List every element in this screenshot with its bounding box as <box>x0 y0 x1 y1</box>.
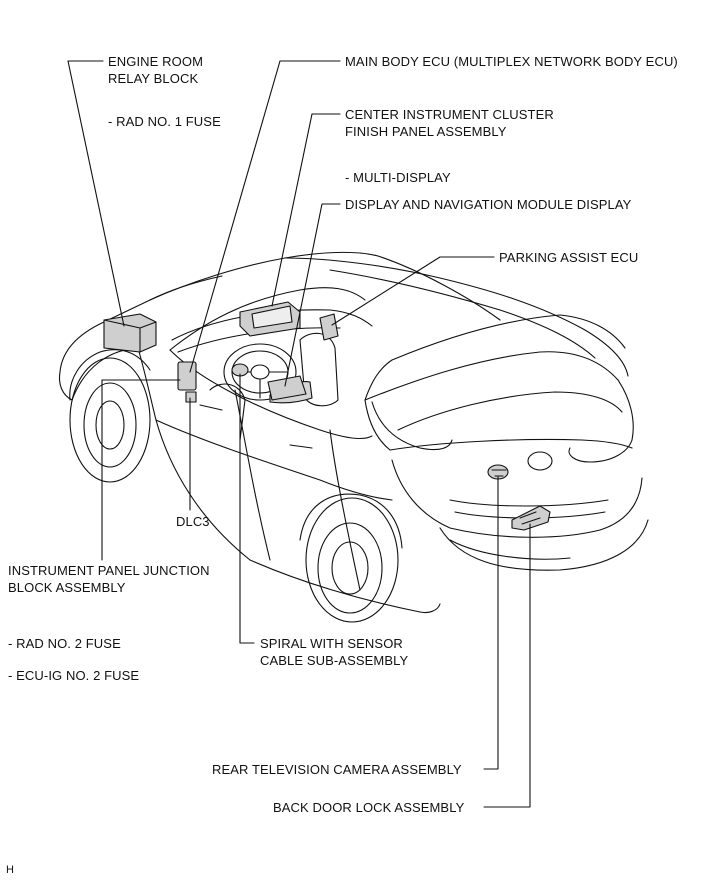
figure-code: H <box>6 864 14 876</box>
parking-assist-ecu-label: PARKING ASSIST ECU <box>499 250 639 265</box>
parking-assist-ecu <box>319 313 339 341</box>
center-instrument-cluster-title-line1: CENTER INSTRUMENT CLUSTER <box>345 107 554 122</box>
engine-room-relay-block-title-line2: RELAY BLOCK <box>108 71 199 86</box>
car-body-outline <box>58 251 649 623</box>
multi-display-label: - MULTI-DISPLAY <box>345 170 451 185</box>
instrument-panel-junction-block-label: INSTRUMENT PANEL JUNCTION BLOCK ASSEMBLY <box>8 562 210 596</box>
center-instrument-cluster-label: CENTER INSTRUMENT CLUSTER FINISH PANEL A… <box>345 106 554 140</box>
spiral-with-sensor-label: SPIRAL WITH SENSOR CABLE SUB-ASSEMBLY <box>260 635 408 669</box>
instrument-panel-junction-block-title-line2: BLOCK ASSEMBLY <box>8 580 126 595</box>
display-navigation-module-label: DISPLAY AND NAVIGATION MODULE DISPLAY <box>345 197 632 212</box>
rad-no2-fuse-label: - RAD NO. 2 FUSE <box>8 636 121 651</box>
main-body-ecu <box>177 361 197 391</box>
components <box>103 301 551 531</box>
engine-room-relay-block-title-line1: ENGINE ROOM <box>108 54 203 69</box>
spiral-with-sensor-title-line1: SPIRAL WITH SENSOR <box>260 636 403 651</box>
instrument-panel-junction-block-title-line1: INSTRUMENT PANEL JUNCTION <box>8 563 210 578</box>
leader-lines <box>67 60 531 808</box>
spiral-with-sensor-title-line2: CABLE SUB-ASSEMBLY <box>260 653 409 668</box>
navigation-module-display <box>267 375 307 401</box>
dlc3-connector <box>185 391 197 403</box>
main-body-ecu-label: MAIN BODY ECU (MULTIPLEX NETWORK BODY EC… <box>345 54 678 69</box>
rear-television-camera-label: REAR TELEVISION CAMERA ASSEMBLY <box>212 762 462 777</box>
engine-room-relay-block <box>103 313 157 353</box>
center-instrument-cluster-title-line2: FINISH PANEL ASSEMBLY <box>345 124 507 139</box>
ecu-ig-no2-fuse-label: - ECU-IG NO. 2 FUSE <box>8 668 140 683</box>
back-door-lock <box>511 505 551 531</box>
engine-room-relay-block-label: ENGINE ROOM RELAY BLOCK <box>108 53 203 87</box>
rad-no1-fuse-label: - RAD NO. 1 FUSE <box>108 114 221 129</box>
back-door-lock-label: BACK DOOR LOCK ASSEMBLY <box>273 800 465 815</box>
dlc3-label: DLC3 <box>176 514 210 529</box>
